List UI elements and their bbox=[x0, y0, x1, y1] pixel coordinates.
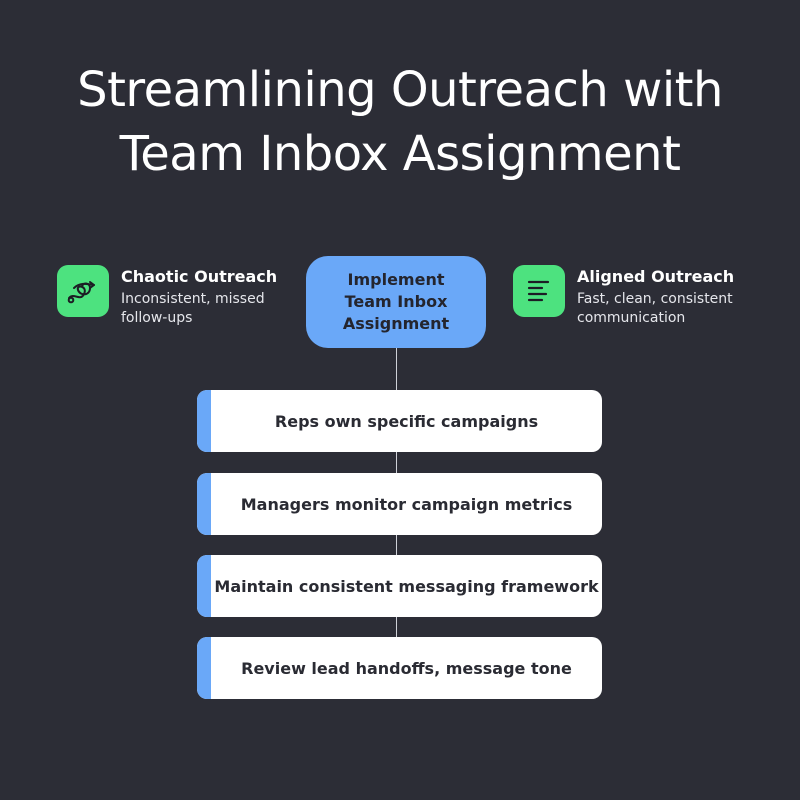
implement-team-inbox-node: Implement Team Inbox Assignment bbox=[306, 256, 486, 348]
aligned-outreach-text: Aligned Outreach Fast, clean, consistent… bbox=[577, 267, 800, 328]
tangled-arrow-icon bbox=[57, 265, 109, 317]
step-label: Reps own specific campaigns bbox=[274, 411, 539, 431]
aligned-lines-icon bbox=[513, 265, 565, 317]
step-label: Managers monitor campaign metrics bbox=[240, 494, 573, 514]
aligned-outreach-description: Fast, clean, consistent communication bbox=[577, 291, 733, 326]
step-card: Review lead handoffs, message tone bbox=[197, 637, 602, 699]
step-card: Reps own specific campaigns bbox=[197, 390, 602, 452]
title-line-2: Team Inbox Assignment bbox=[119, 126, 681, 182]
chaotic-outreach-description: Inconsistent, missed follow-ups bbox=[121, 291, 265, 326]
title-line-1: Streamlining Outreach with bbox=[77, 62, 723, 118]
chaotic-outreach-heading: Chaotic Outreach bbox=[121, 267, 278, 286]
step-label: Maintain consistent messaging framework bbox=[214, 576, 599, 596]
diagram-title: Streamlining Outreach with Team Inbox As… bbox=[0, 58, 800, 186]
center-node-label: Implement Team Inbox Assignment bbox=[342, 270, 450, 333]
aligned-outreach-heading: Aligned Outreach bbox=[577, 267, 735, 286]
step-label: Review lead handoffs, message tone bbox=[241, 658, 572, 678]
step-card: Managers monitor campaign metrics bbox=[197, 473, 602, 535]
step-card: Maintain consistent messaging framework bbox=[197, 555, 602, 617]
chaotic-outreach-text: Chaotic Outreach Inconsistent, missed fo… bbox=[121, 267, 351, 328]
